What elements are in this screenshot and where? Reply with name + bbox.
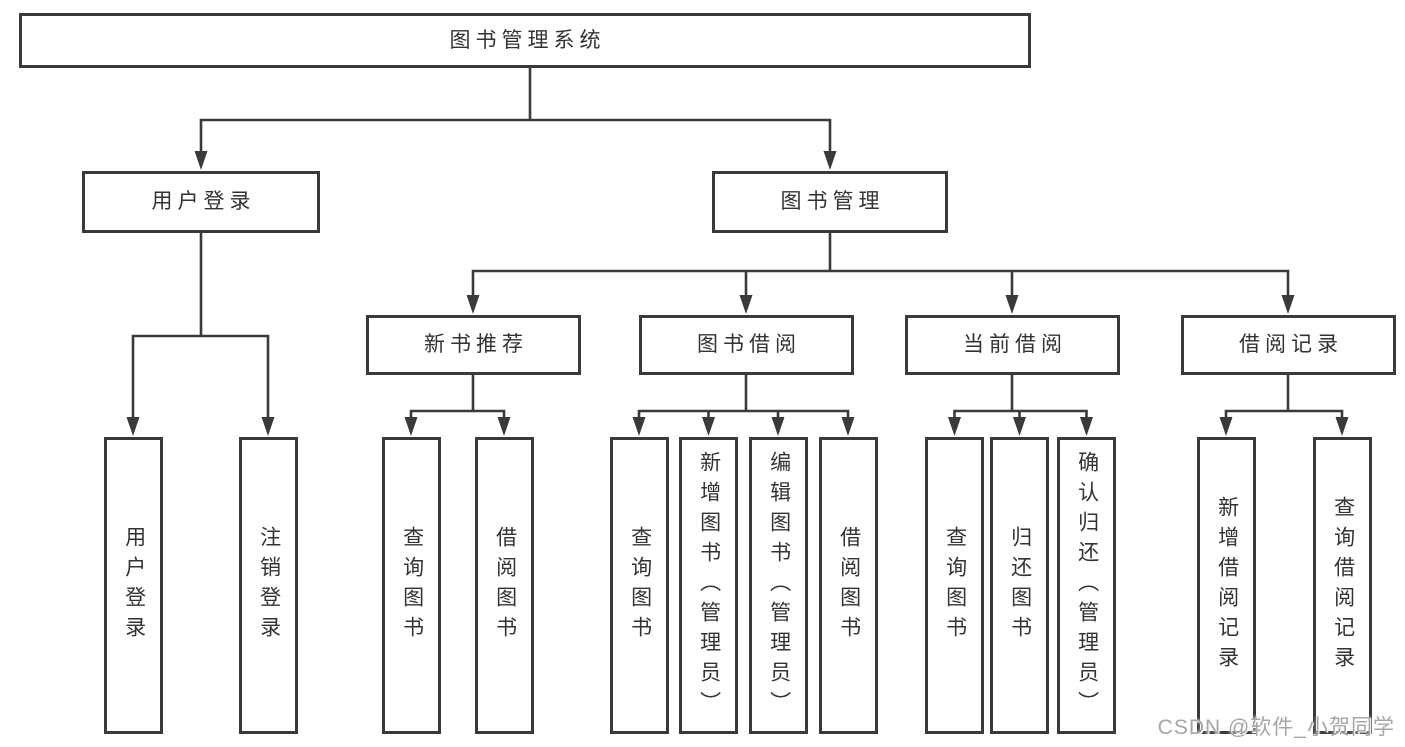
- leaf-logout: 注销登录: [239, 437, 298, 734]
- leaf-label: 归还图书: [1008, 525, 1032, 646]
- leaf-label: 查询图书: [400, 525, 424, 646]
- arrowhead: [1219, 417, 1233, 436]
- node-new-book-recommend: 新书推荐: [366, 315, 581, 375]
- arrowhead: [1013, 417, 1026, 436]
- connector-bookmgmt-to-level3: [471, 231, 1290, 304]
- leaf-label: 借阅图书: [493, 525, 517, 646]
- leaf-newbook-query-books: 查询图书: [382, 437, 441, 734]
- arrowhead: [497, 417, 511, 436]
- arrowhead: [1335, 417, 1349, 436]
- leaf-label: 注销登录: [257, 525, 281, 646]
- node-label: 图书管理: [780, 190, 885, 214]
- leaf-newbook-borrow-books: 借阅图书: [475, 437, 534, 734]
- connector-newbook-to-leaves: [409, 373, 506, 426]
- leaf-label: 新增图书（管理员）: [697, 450, 721, 721]
- node-borrowing-records: 借阅记录: [1181, 315, 1396, 375]
- node-book-management: 图书管理: [712, 171, 948, 233]
- leaf-record-add-borrow-record: 新增借阅记录: [1197, 437, 1256, 734]
- leaf-label: 确认归还（管理员）: [1075, 450, 1099, 721]
- node-book-borrowing: 图书借阅: [639, 315, 854, 375]
- leaf-borrow-edit-books-admin: 编辑图书（管理员）: [749, 437, 808, 734]
- node-current-borrowing: 当前借阅: [905, 315, 1120, 375]
- leaf-label: 查询图书: [943, 525, 967, 646]
- arrowhead: [1005, 295, 1019, 314]
- arrowhead: [948, 417, 961, 436]
- arrowhead: [739, 295, 753, 314]
- connector-root-to-level2: [199, 65, 832, 160]
- node-label: 借阅记录: [1239, 333, 1343, 357]
- arrowhead: [404, 417, 418, 436]
- node-label: 用户登录: [151, 190, 256, 214]
- arrowhead: [261, 417, 275, 436]
- connector-currentborrow-to-leaves: [953, 373, 1088, 426]
- leaf-borrow-add-books-admin: 新增图书（管理员）: [679, 437, 738, 734]
- leaf-borrow-query-books: 查询图书: [610, 437, 669, 734]
- leaf-label: 查询借阅记录: [1331, 495, 1355, 676]
- leaf-label: 查询图书: [628, 525, 652, 646]
- arrowhead: [194, 151, 208, 170]
- connector-borrowrecord-to-leaves: [1224, 373, 1344, 426]
- node-user-login: 用户登录: [82, 171, 320, 233]
- leaf-current-confirm-return-admin: 确认归还（管理员）: [1057, 437, 1116, 734]
- leaf-label: 新增借阅记录: [1215, 495, 1239, 676]
- connector-bookborrow-to-leaves: [637, 373, 850, 426]
- arrowhead: [823, 151, 837, 170]
- leaf-record-query-borrow-record: 查询借阅记录: [1313, 437, 1372, 734]
- leaf-label: 借阅图书: [837, 525, 861, 646]
- arrowhead: [126, 417, 140, 436]
- arrowhead: [771, 417, 785, 436]
- node-label: 图书管理系统: [449, 28, 606, 52]
- node-label: 图书借阅: [697, 333, 801, 357]
- node-label: 新书推荐: [424, 333, 528, 357]
- node-label: 当前借阅: [963, 333, 1067, 357]
- leaf-current-return-books: 归还图书: [990, 437, 1049, 734]
- arrowhead: [466, 295, 480, 314]
- arrowhead: [841, 417, 855, 436]
- leaf-current-query-books: 查询图书: [925, 437, 984, 734]
- leaf-label: 用户登录: [122, 525, 146, 646]
- arrowhead: [632, 417, 646, 436]
- arrowheads: [126, 151, 1349, 436]
- arrowhead: [702, 417, 715, 436]
- node-root-library-management-system: 图书管理系统: [19, 13, 1031, 68]
- connector-userlogin-to-leaves: [131, 231, 270, 426]
- arrowhead: [1281, 295, 1295, 314]
- leaf-user-login: 用户登录: [104, 437, 163, 734]
- leaf-label: 编辑图书（管理员）: [767, 450, 791, 721]
- leaf-borrow-borrow-books: 借阅图书: [819, 437, 878, 734]
- csdn-watermark: CSDN @软件_小贺同学: [1157, 716, 1395, 739]
- arrowhead: [1080, 417, 1093, 436]
